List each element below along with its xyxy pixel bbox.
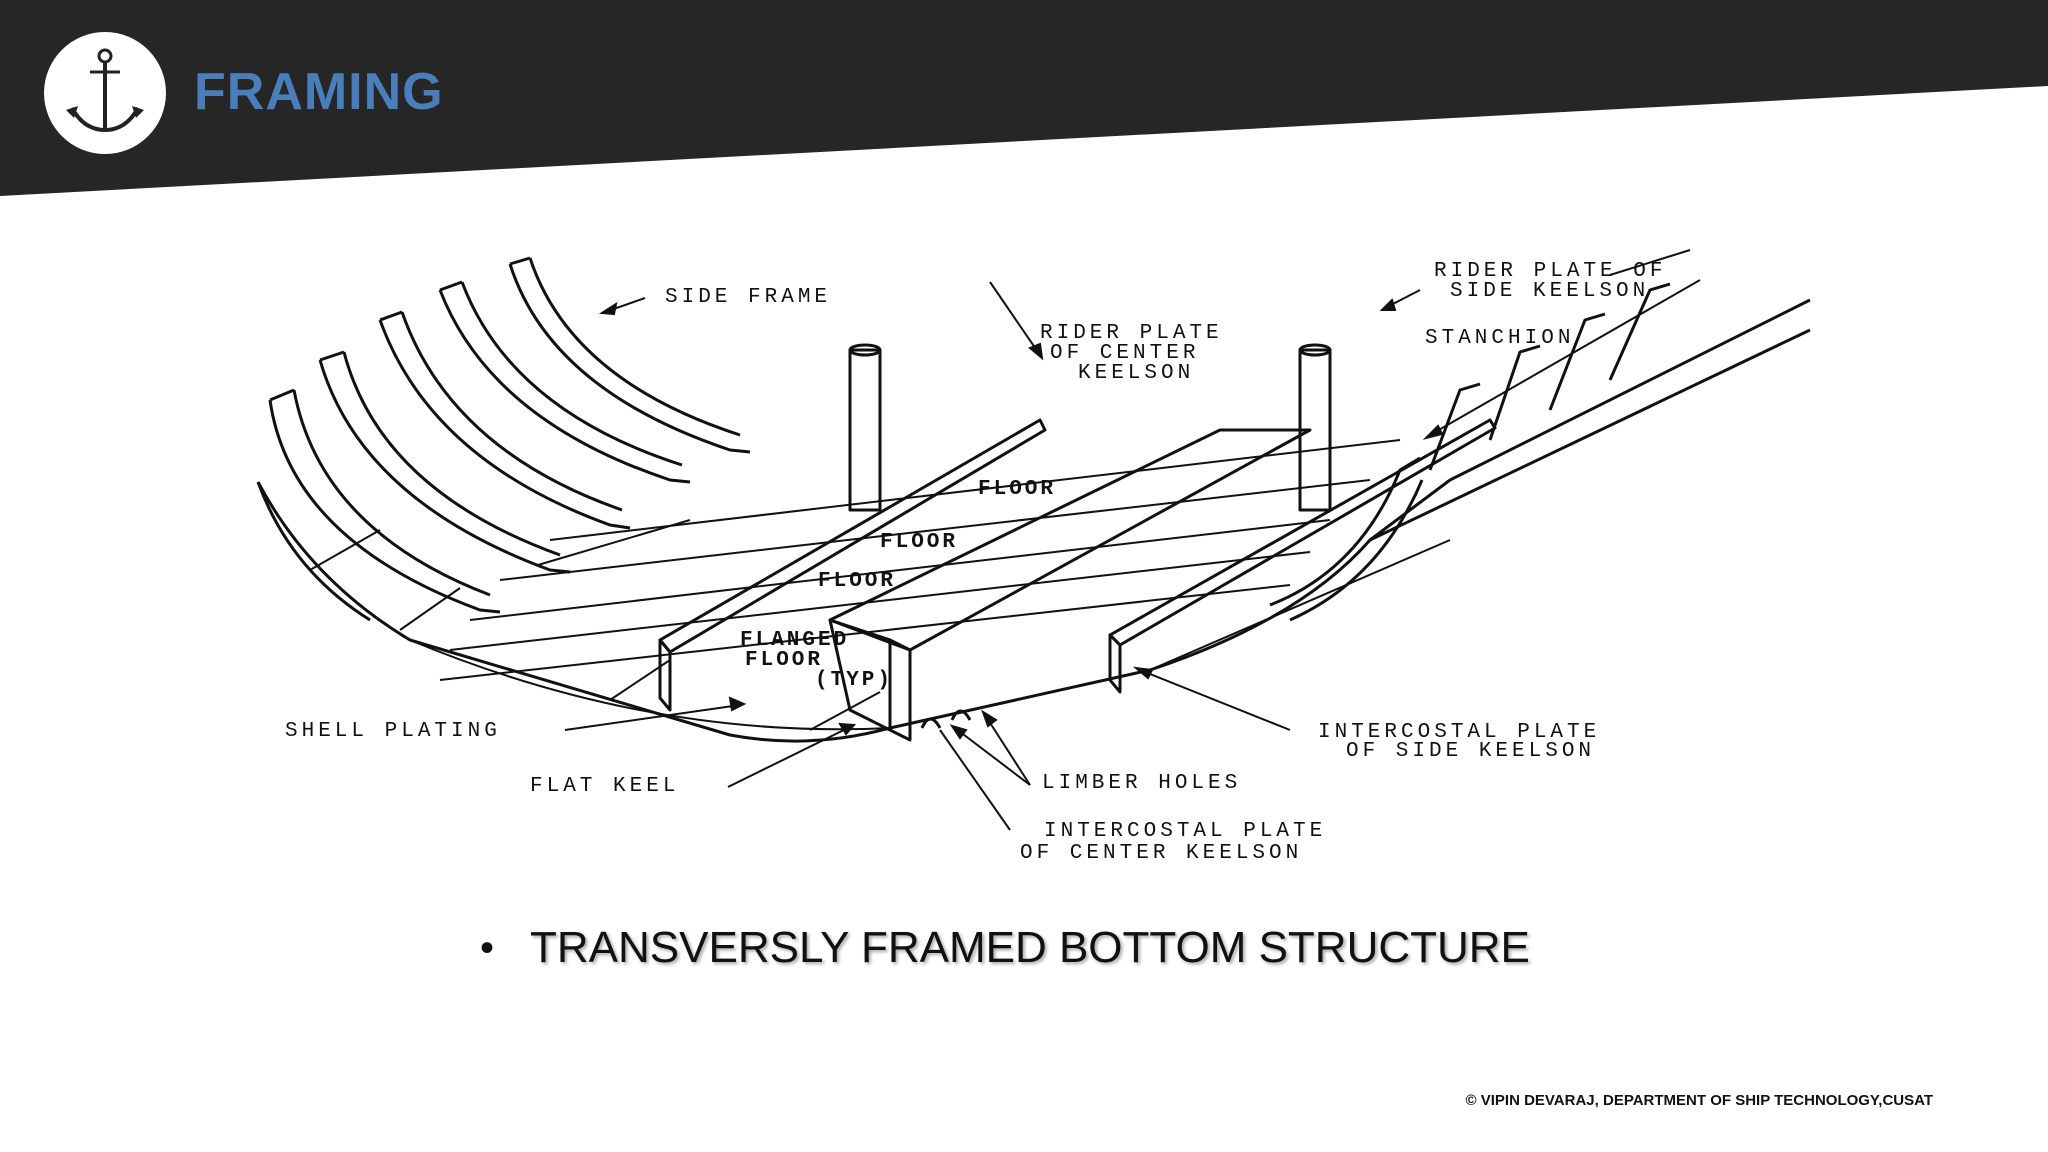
label-rider-plate-center-3: KEELSON xyxy=(1078,362,1194,385)
page-title: FRAMING xyxy=(194,63,444,121)
label-limber-holes: LIMBER HOLES xyxy=(1042,772,1241,795)
label-rider-plate-side-2: SIDE KEELSON xyxy=(1450,280,1649,303)
label-shell-plating: SHELL PLATING xyxy=(285,720,501,743)
label-flanged-floor-1: FLANGED xyxy=(740,629,849,652)
label-flanged-floor-3: (TYP) xyxy=(815,669,893,692)
footer-credit: © VIPIN DEVARAJ, DEPARTMENT OF SHIP TECH… xyxy=(1465,1092,1933,1109)
label-intercostal-side-2: OF SIDE KEELSON xyxy=(1346,740,1595,763)
anchor-icon xyxy=(66,48,144,133)
bullet-text: TRANSVERSLY FRAMED BOTTOM STRUCTURE xyxy=(530,923,1530,972)
ship-bottom-drawing: SIDE FRAME RIDER PLATE OF CENTER KEELSON… xyxy=(256,249,1811,865)
label-intercostal-side-1: INTERCOSTAL PLATE xyxy=(1318,721,1600,744)
bullet-symbol: • xyxy=(480,925,495,970)
label-rider-plate-side-1: RIDER PLATE OF xyxy=(1434,260,1666,283)
header-banner xyxy=(0,0,2048,196)
label-floor-3: FLOOR xyxy=(818,570,896,593)
label-floor-1: FLOOR xyxy=(978,478,1056,501)
bottom-structure-diagram: SIDE FRAME RIDER PLATE OF CENTER KEELSON… xyxy=(250,240,1830,880)
label-rider-plate-center-1: RIDER PLATE xyxy=(1040,322,1223,345)
label-intercostal-center-2: OF CENTER KEELSON xyxy=(1020,842,1302,865)
label-intercostal-center-1: INTERCOSTAL PLATE xyxy=(1044,820,1326,843)
slide-header: FRAMING xyxy=(0,0,2048,200)
label-rider-plate-center-2: OF CENTER xyxy=(1050,342,1199,365)
bullet-point: • TRANSVERSLY FRAMED BOTTOM STRUCTURE xyxy=(480,918,1530,978)
label-floor-2: FLOOR xyxy=(880,531,958,554)
label-stanchion: STANCHION xyxy=(1425,327,1574,350)
label-side-frame: SIDE FRAME xyxy=(665,286,831,309)
label-flanged-floor-2: FLOOR xyxy=(745,649,823,672)
label-flat-keel: FLAT KEEL xyxy=(530,775,679,798)
logo-badge xyxy=(44,32,166,154)
